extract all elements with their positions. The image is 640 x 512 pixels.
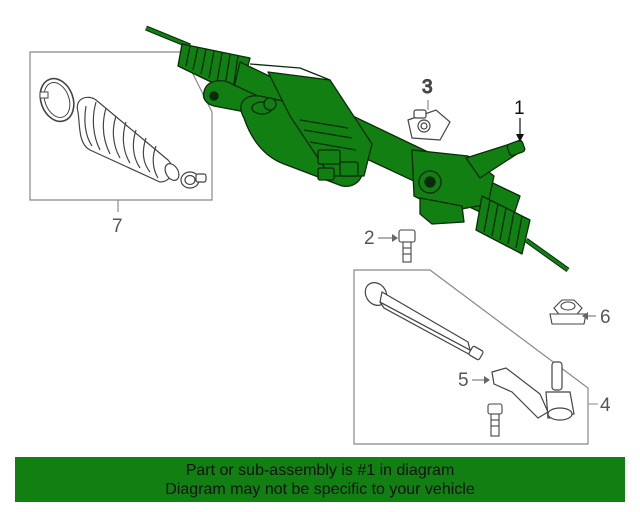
tie-rod-bolt-icon — [487, 403, 503, 437]
bolt-2-group: 2 — [364, 228, 416, 263]
banner-line-1: Part or sub-assembly is #1 in diagram — [185, 462, 455, 479]
callout-5-label: 5 — [458, 370, 469, 391]
nut-6-icon — [549, 299, 587, 325]
callout-2-label: 2 — [364, 228, 375, 249]
boot-kit-frame — [29, 51, 213, 201]
callout-1-label: 1 — [514, 98, 525, 119]
callout-4-label: 4 — [600, 395, 611, 416]
bellows-boot — [76, 96, 180, 183]
rack-connector-ports — [317, 149, 359, 181]
callout-6-label: 6 — [600, 307, 611, 328]
mount-bracket-3: 3 — [407, 76, 451, 141]
tie-rod-kit-group: 5 4 — [353, 269, 611, 445]
parts-diagram: 7 — [29, 25, 611, 445]
tie-rod-kit-frame — [353, 269, 589, 445]
callout-3-label: 3 — [422, 77, 433, 98]
bolt-2-icon — [398, 229, 416, 263]
callout-1-group: 1 — [514, 98, 525, 142]
rack-left-bellows — [177, 43, 251, 97]
boot-small-clamp — [180, 171, 207, 189]
outer-tie-rod-end — [491, 361, 575, 421]
steering-rack-assembly — [145, 25, 570, 273]
rack-right-bellows — [475, 195, 531, 255]
boot-kit-group: 7 — [29, 51, 213, 237]
inner-tie-rod — [364, 282, 484, 361]
callout-7-label: 7 — [112, 216, 123, 237]
boot-clamp-ring — [39, 77, 75, 123]
nut-6-group: 6 — [549, 299, 611, 328]
banner-line-2: Diagram may not be specific to your vehi… — [165, 481, 475, 498]
info-banner: Part or sub-assembly is #1 in diagram Di… — [15, 457, 625, 502]
rack-right-bracket — [419, 197, 465, 225]
